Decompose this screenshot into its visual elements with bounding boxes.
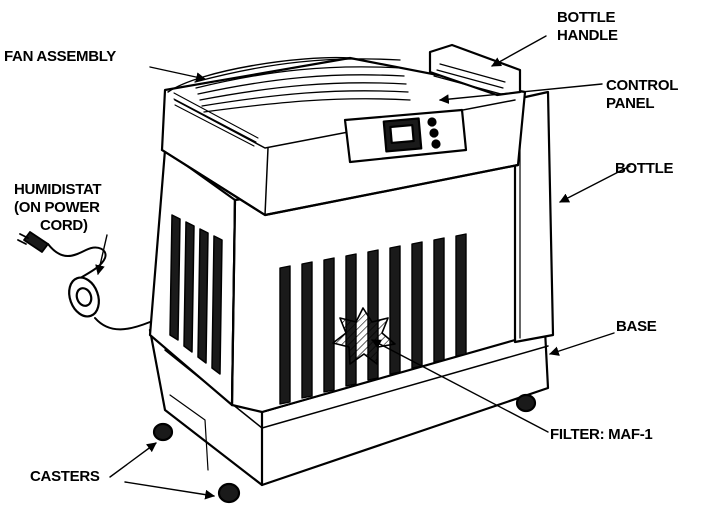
label-base: BASE [616, 318, 657, 336]
power-cord [47, 243, 151, 331]
label-control-panel-line2: PANEL [606, 95, 655, 112]
fan-grille [194, 58, 411, 113]
label-bottle-handle-line1: BOTTLE [557, 9, 616, 26]
label-casters: CASTERS [30, 468, 100, 486]
leader-base [549, 332, 615, 356]
label-control-panel-line1: CONTROL [606, 77, 679, 94]
label-filter-text: FILTER: MAF-1 [550, 426, 653, 443]
label-humidistat-line1: HUMIDISTAT [14, 181, 102, 198]
leader-fan-assembly [149, 66, 206, 82]
filter-star [332, 307, 396, 365]
leader-casters-lower [124, 481, 215, 500]
top-right-vents [433, 63, 506, 95]
label-bottle: BOTTLE [615, 160, 674, 178]
label-bottle-handle-line2: HANDLE [557, 27, 618, 44]
caster-wheels [152, 393, 537, 504]
leader-lines [95, 35, 631, 500]
label-humidistat-line3: CORD) [40, 217, 88, 234]
label-fan-assembly: FAN ASSEMBLY [4, 48, 116, 66]
label-filter: FILTER: MAF-1 [550, 426, 653, 444]
leader-filter [371, 339, 549, 433]
label-humidistat: HUMIDISTAT (ON POWER CORD) [14, 181, 102, 235]
label-bottle-text: BOTTLE [615, 160, 674, 177]
leader-casters-upper [109, 442, 157, 478]
top-lid [160, 56, 527, 217]
label-humidistat-line2: (ON POWER [14, 199, 100, 216]
leader-control-panel [439, 83, 603, 105]
leader-bottle [559, 165, 631, 203]
label-casters-text: CASTERS [30, 468, 100, 485]
leader-bottle-handle [491, 35, 547, 67]
control-panel-shape [343, 108, 468, 164]
side-louvers [169, 214, 223, 375]
label-control-panel: CONTROL PANEL [606, 77, 678, 113]
leader-humidistat [95, 234, 108, 275]
plug-shape [17, 231, 49, 253]
label-bottle-handle: BOTTLE HANDLE [557, 9, 618, 45]
label-base-text: BASE [616, 318, 657, 335]
humidistat-shape [68, 276, 100, 318]
top-left-vents [173, 92, 259, 147]
label-fan-assembly-text: FAN ASSEMBLY [4, 48, 116, 65]
